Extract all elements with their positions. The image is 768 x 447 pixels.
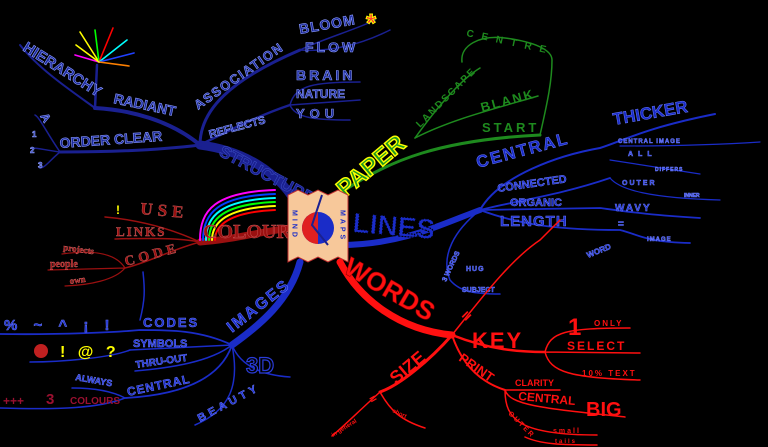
label-differs: DIFFERS: [655, 167, 683, 173]
paper-branches: [343, 36, 553, 192]
label-1: 1: [32, 130, 37, 139]
label-start: START: [482, 120, 539, 135]
label-plus: +++: [3, 394, 24, 408]
brain-icon: [34, 344, 48, 358]
label-all: ALL: [628, 151, 657, 158]
label-landscape: LANDSCAPE: [414, 66, 479, 131]
label-code: CODE: [123, 241, 181, 270]
label-connected: CONNECTED: [497, 173, 568, 195]
label-in-general: in general: [331, 418, 358, 438]
label-people: people: [50, 259, 78, 270]
structure-branches: [19, 19, 391, 215]
label-colours: COLOURS: [70, 396, 120, 407]
label-size: SIZE: [386, 347, 430, 388]
label-reflects: REFLECTS: [208, 114, 267, 141]
exclamation-icon: !: [116, 203, 120, 217]
rainbow-icon: [199, 189, 276, 241]
label-hierarchy: HIERARCHY: [20, 39, 105, 101]
symbol-icons: ! @ ?: [34, 344, 120, 361]
symbol-icons-text: ! @ ?: [60, 344, 120, 361]
label-blank: BLANK: [479, 86, 536, 115]
label-links: LINKS: [116, 224, 166, 239]
label-small: small: [553, 428, 581, 435]
label-subject: SUBJECT: [462, 287, 495, 294]
center-maps-label: MAPS: [339, 210, 346, 242]
label-nature: NATURE: [296, 87, 345, 101]
label-tails: tails: [555, 439, 577, 445]
words-branches: [331, 219, 641, 446]
label-select: SELECT: [567, 339, 626, 353]
label-print: PRINT: [456, 350, 497, 385]
label-own: own: [69, 274, 86, 286]
label-always: ALWAYS: [75, 372, 113, 388]
center-mind-label: MIND: [291, 210, 298, 240]
label-image: IMAGE: [647, 237, 672, 243]
colour-images-link: [139, 271, 145, 321]
label-lines-equals: =: [618, 219, 624, 230]
label-clarity: CLARITY: [515, 378, 554, 388]
label-3d: 3D: [246, 353, 274, 378]
label-a: A: [37, 111, 54, 126]
label-wavy: WAVY: [615, 203, 652, 214]
label-you: YOU: [296, 106, 339, 121]
label-central-image: CENTRAL IMAGE: [618, 139, 681, 145]
label-organic: ORGANIC: [510, 197, 562, 209]
label-10-text: 10% TEXT: [582, 369, 637, 378]
label-outer: OUTER: [622, 180, 657, 187]
label-big: BIG: [586, 399, 622, 421]
label-flow: FLOW: [305, 39, 358, 55]
label-outer: OUTER: [507, 410, 536, 439]
label-beauty: BEAUTY: [196, 382, 263, 425]
images-branches: [0, 258, 304, 426]
label-word: WORD: [585, 242, 612, 260]
label-lines: LINES: [351, 207, 436, 245]
label-symbols: SYMBOLS: [133, 338, 187, 350]
label-codes: CODES: [143, 315, 199, 330]
label-paper: PAPER: [332, 130, 411, 203]
label-projects: projects: [63, 242, 95, 256]
colour-branches: [47, 216, 294, 287]
hierarchy-burst-icon: [74, 27, 135, 67]
label-centre: CENTRE: [465, 28, 554, 57]
lines-branches: [337, 113, 761, 295]
label-key: KEY: [472, 328, 523, 353]
star-icon: *: [366, 8, 377, 38]
label-1-only-num: 1: [568, 314, 581, 341]
label-2: 2: [30, 146, 35, 155]
label-hug: HUG: [466, 266, 485, 273]
label-brain: BRAIN: [296, 67, 355, 83]
label-association: ASSOCIATION: [191, 39, 286, 112]
label-bloom: BLOOM: [298, 11, 357, 37]
label-colour: COLOUR: [203, 221, 291, 243]
label-use: USE: [140, 199, 190, 222]
label-thicker: THICKER: [611, 97, 689, 129]
label-code-symbols: % ~ ^ ¡ !: [4, 317, 116, 334]
label-length: LENGTH: [500, 213, 568, 230]
label-only: ONLY: [594, 319, 624, 328]
label-short: short: [391, 408, 407, 420]
label-3: 3: [38, 161, 43, 170]
central-image: MIND MAPS: [287, 189, 349, 263]
label-words-central: CENTRAL: [518, 389, 576, 408]
label-inner: INNER: [684, 193, 700, 199]
label-3: 3: [46, 391, 54, 408]
label-order-clear: ORDER CLEAR: [59, 128, 163, 151]
label-3-words: 3 WORDS: [441, 250, 461, 283]
